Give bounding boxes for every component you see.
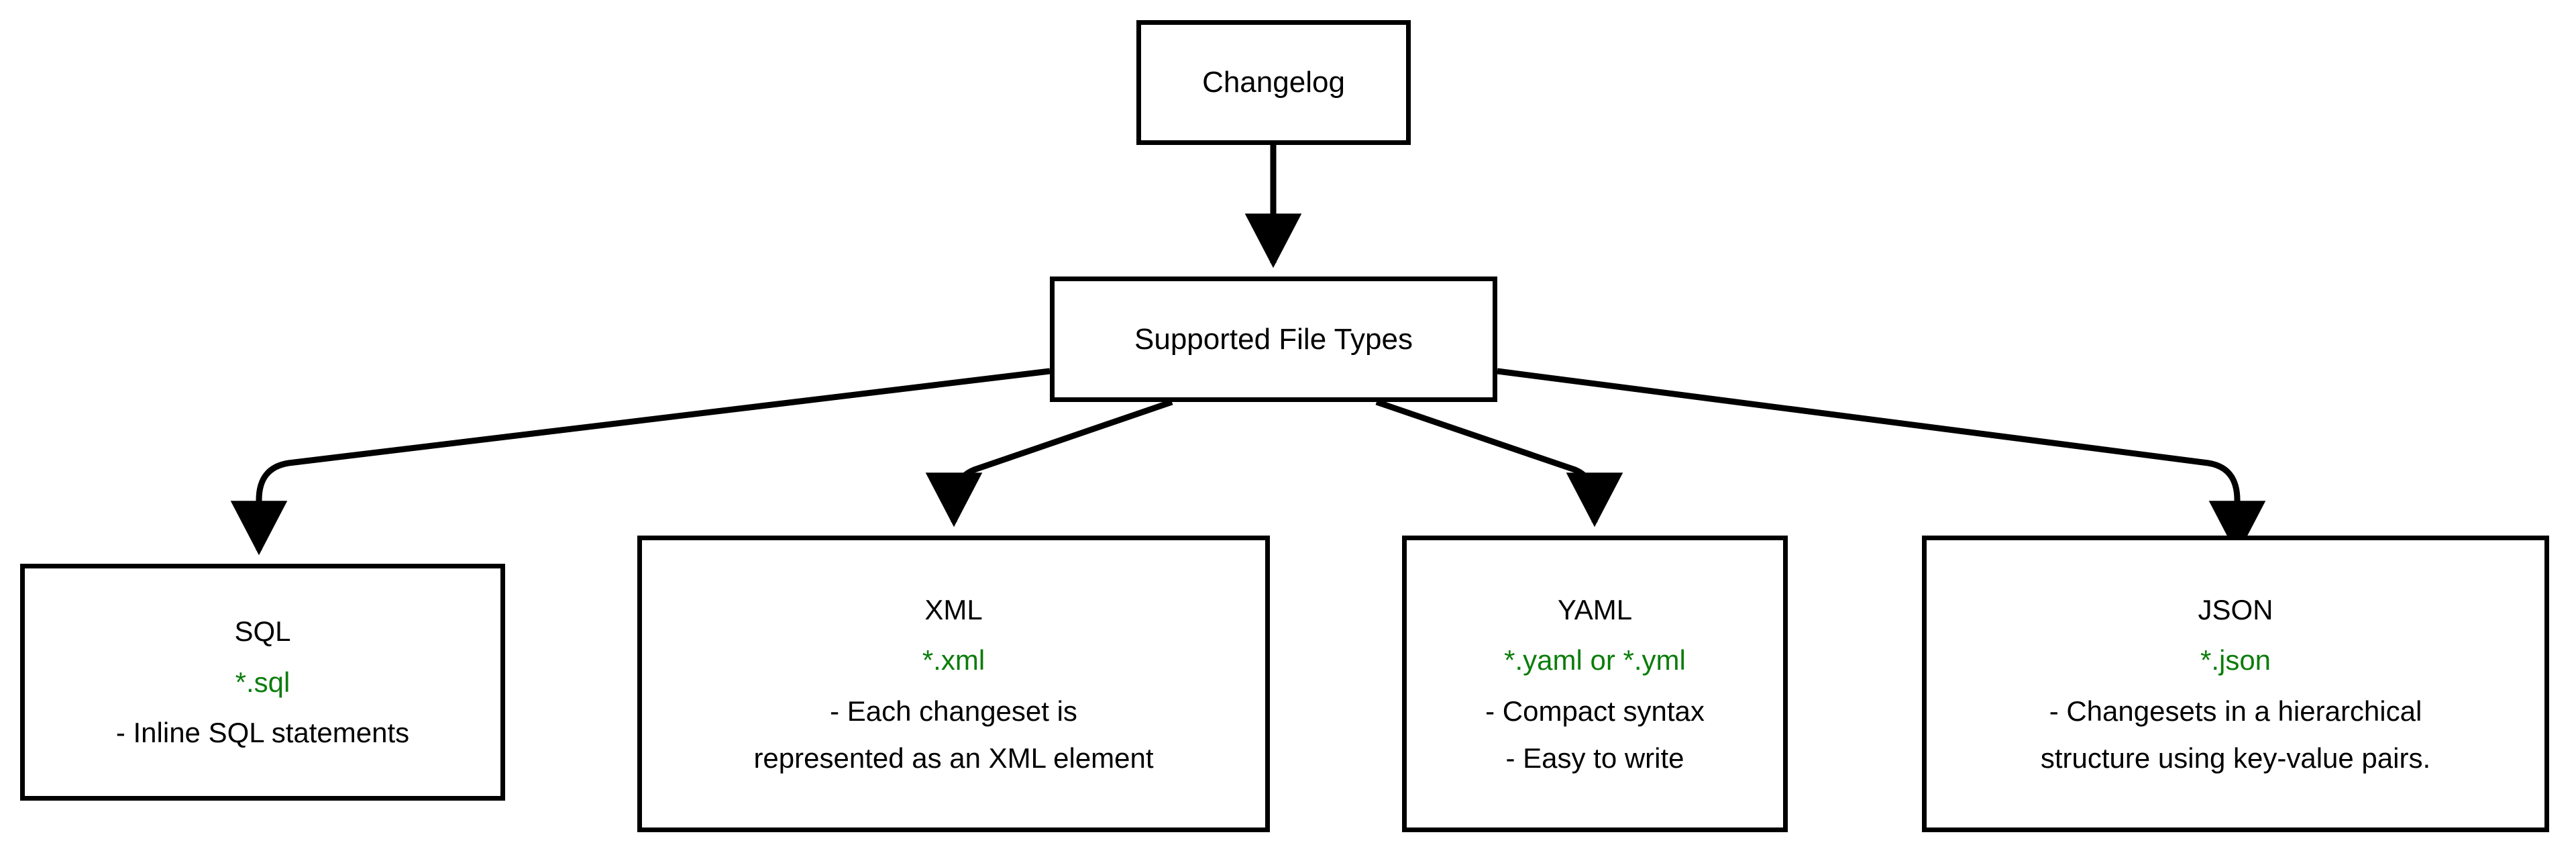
node-sql-title: SQL	[234, 615, 291, 648]
node-sql-description-line-1: - Inline SQL statements	[115, 717, 410, 749]
node-yaml-description-line-2: - Easy to write	[1505, 742, 1684, 774]
node-supported-file-types-label: Supported File Types	[1134, 322, 1413, 356]
node-json-description-line-2: structure using key-value pairs.	[2040, 742, 2431, 774]
node-yaml-extension: *.yaml or *.yml	[1504, 644, 1686, 676]
node-json-extension: *.json	[2200, 644, 2271, 676]
node-changelog[interactable]: Changelog	[1136, 20, 1411, 145]
node-yaml-title: YAML	[1557, 593, 1633, 625]
node-xml-description-line-1: - Each changeset is	[830, 695, 1077, 727]
node-yaml-description-line-1: - Compact syntax	[1485, 695, 1705, 727]
node-xml[interactable]: XML *.xml - Each changeset is represente…	[637, 536, 1270, 832]
node-sql[interactable]: SQL *.sql - Inline SQL statements	[20, 564, 505, 801]
node-xml-title: XML	[924, 593, 983, 625]
node-yaml[interactable]: YAML *.yaml or *.yml - Compact syntax - …	[1402, 536, 1788, 832]
node-xml-description-line-2: represented as an XML element	[753, 742, 1154, 774]
node-xml-extension: *.xml	[922, 644, 985, 676]
edge-supported-to-yaml	[1375, 399, 1623, 528]
node-supported-file-types[interactable]: Supported File Types	[1050, 277, 1497, 402]
node-changelog-label: Changelog	[1202, 66, 1345, 99]
node-sql-extension: *.sql	[235, 666, 290, 698]
node-json-title: JSON	[2198, 593, 2273, 625]
node-json[interactable]: JSON *.json - Changesets in a hierarchic…	[1922, 536, 2549, 832]
edge-supported-to-sql	[230, 368, 1051, 556]
edge-supported-to-json	[1497, 368, 2266, 556]
edge-supported-to-xml	[925, 399, 1173, 528]
node-json-description-line-1: - Changesets in a hierarchical	[2049, 695, 2422, 727]
